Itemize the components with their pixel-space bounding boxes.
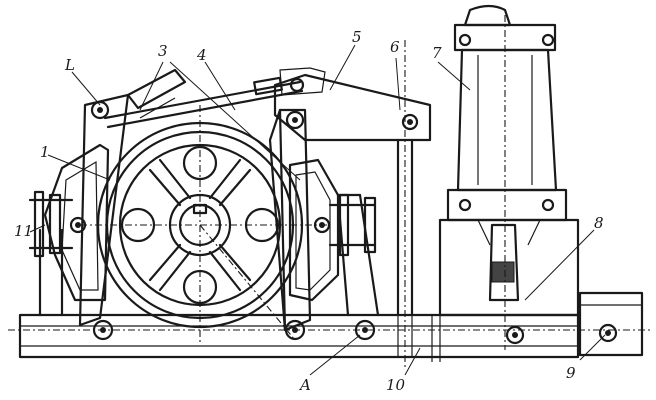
label-3: 3: [158, 42, 168, 60]
pins: [69, 33, 618, 345]
vertical-rod: [396, 40, 414, 370]
leader-lines: [29, 44, 606, 376]
label-8: 8: [594, 214, 604, 232]
right-shoe-housing: [288, 158, 340, 302]
brake-pulley: [80, 105, 330, 345]
label-L: L: [64, 56, 75, 74]
left-shoe-housing: [38, 143, 110, 317]
base-frame: [8, 313, 650, 362]
label-1: 1: [40, 143, 50, 161]
hydraulic-pusher: [438, 4, 580, 350]
label-11: 11: [14, 222, 33, 240]
top-lever: [273, 67, 432, 142]
end-box: [578, 291, 644, 357]
label-9: 9: [566, 364, 576, 382]
right-brake-arm: [268, 108, 312, 332]
label-10: 10: [386, 376, 406, 394]
label-7: 7: [432, 44, 442, 62]
label-4: 4: [196, 46, 207, 64]
label-A: A: [298, 376, 311, 394]
right-spring-adjuster: [328, 193, 377, 257]
label-5: 5: [352, 28, 362, 46]
left-brake-arm: [78, 68, 187, 327]
tie-rod: [103, 76, 304, 129]
label-6: 6: [390, 38, 400, 56]
callout-labels: 1 3 4 L 5 6 7 8 9 10 11 A: [14, 28, 604, 394]
left-spring-adjuster: [28, 190, 74, 258]
